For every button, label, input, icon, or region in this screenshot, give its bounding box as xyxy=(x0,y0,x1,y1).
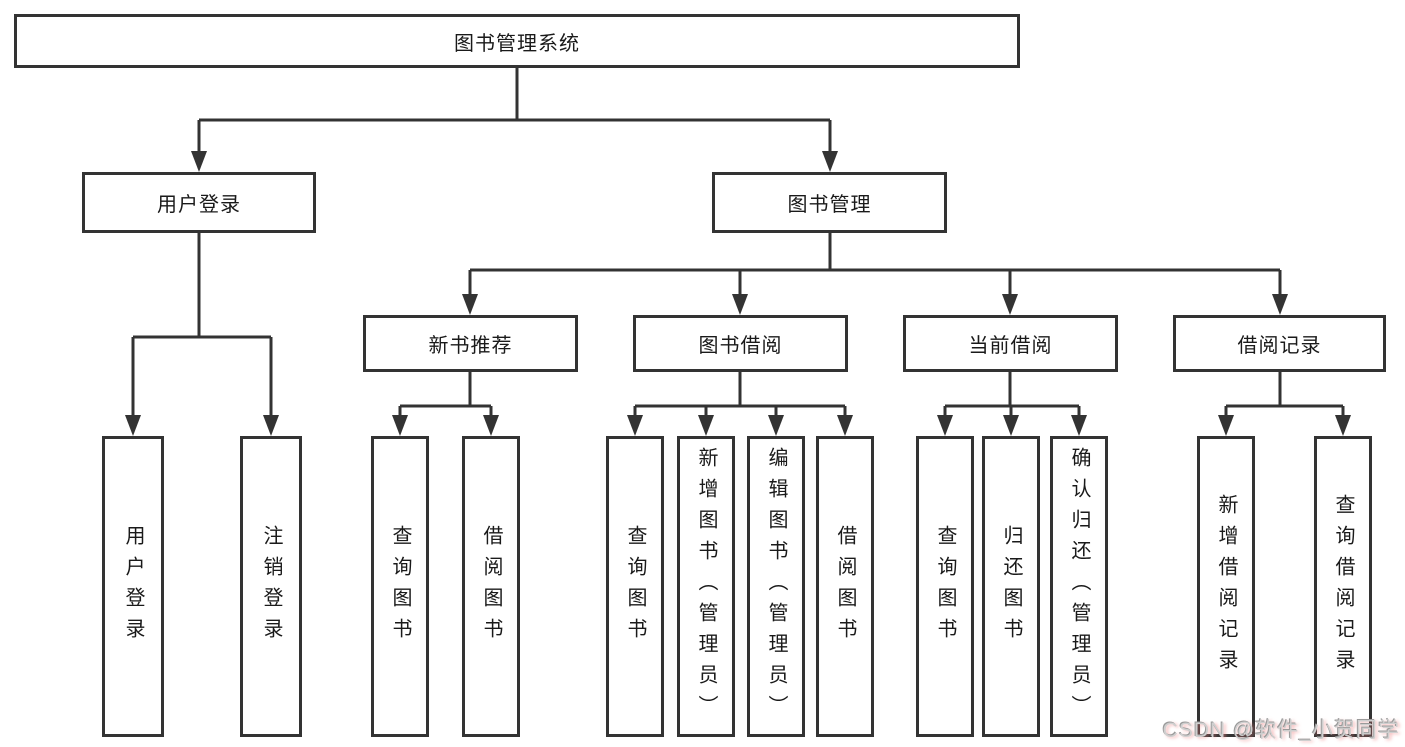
leaf-log-add-record: 新增借阅记录 xyxy=(1197,436,1255,737)
leaf-bb-add-books-label: 新增图书（管理员） xyxy=(695,447,717,726)
leaf-cur-query-books: 查询图书 xyxy=(916,436,974,737)
node-user-login: 用户登录 xyxy=(82,172,316,233)
arrowhead-log-query xyxy=(1335,415,1351,436)
node-borrowing-record: 借阅记录 xyxy=(1173,315,1386,372)
arrowhead-log-add xyxy=(1218,415,1234,436)
leaf-user-login-label: 用户登录 xyxy=(122,524,144,649)
node-current-borrowing: 当前借阅 xyxy=(903,315,1118,372)
leaf-bb-add-books: 新增图书（管理员） xyxy=(677,436,735,737)
leaf-bb-borrow-books: 借阅图书 xyxy=(816,436,874,737)
arrowhead-book-borrow xyxy=(732,294,748,315)
leaf-log-query-record-label: 查询借阅记录 xyxy=(1332,493,1354,680)
node-book-management-label: 图书管理 xyxy=(787,194,872,216)
leaf-cur-return-books: 归还图书 xyxy=(982,436,1040,737)
arrowhead-leaf-logout xyxy=(263,415,279,436)
node-book-borrowing: 图书借阅 xyxy=(633,315,848,372)
arrowhead-bb-edit xyxy=(768,415,784,436)
node-book-borrowing-label: 图书借阅 xyxy=(698,335,783,357)
connector-book-borrow-children xyxy=(633,372,847,418)
leaf-log-query-record: 查询借阅记录 xyxy=(1314,436,1372,737)
arrowhead-rec-borrow xyxy=(483,415,499,436)
leaf-rec-borrow-books-label: 借阅图书 xyxy=(480,524,502,649)
connector-current-borrow-children xyxy=(943,372,1081,418)
arrowhead-bb-borrow xyxy=(837,415,853,436)
leaf-bb-query-books: 查询图书 xyxy=(606,436,664,737)
leaf-cur-query-books-label: 查询图书 xyxy=(934,524,956,649)
leaf-user-login: 用户登录 xyxy=(102,436,164,737)
connector-user-login-children xyxy=(131,233,273,418)
leaf-rec-borrow-books: 借阅图书 xyxy=(462,436,520,737)
arrowhead-new-book-rec xyxy=(462,294,478,315)
arrowhead-borrow-record xyxy=(1272,294,1288,315)
arrowhead-rec-query xyxy=(392,415,408,436)
leaf-log-add-record-label: 新增借阅记录 xyxy=(1215,493,1237,680)
node-current-borrowing-label: 当前借阅 xyxy=(968,335,1053,357)
leaf-cur-return-books-label: 归还图书 xyxy=(1000,524,1022,649)
node-root-system-label: 图书管理系统 xyxy=(454,32,580,55)
leaf-bb-edit-books: 编辑图书（管理员） xyxy=(747,436,805,737)
node-root-system: 图书管理系统 xyxy=(14,14,1020,68)
arrowhead-leaf-login xyxy=(125,415,141,436)
arrowhead-cur-confirm xyxy=(1071,415,1087,436)
arrowhead-current-borrow xyxy=(1002,294,1018,315)
arrowhead-bb-query xyxy=(627,415,643,436)
connector-new-book-rec-children xyxy=(398,372,493,418)
arrowhead-bb-add xyxy=(698,415,714,436)
leaf-bb-query-books-label: 查询图书 xyxy=(624,524,646,649)
leaf-bb-edit-books-label: 编辑图书（管理员） xyxy=(765,447,787,726)
leaf-cur-confirm-return: 确认归还（管理员） xyxy=(1050,436,1108,737)
node-new-book-recommendation: 新书推荐 xyxy=(363,315,578,372)
arrowhead-cur-query xyxy=(937,415,953,436)
connector-borrow-record-children xyxy=(1224,372,1345,418)
leaf-cur-confirm-return-label: 确认归还（管理员） xyxy=(1068,447,1090,726)
node-borrowing-record-label: 借阅记录 xyxy=(1237,335,1322,357)
leaf-logout: 注销登录 xyxy=(240,436,302,737)
leaf-logout-label: 注销登录 xyxy=(260,524,282,649)
node-user-login-label: 用户登录 xyxy=(157,194,241,216)
leaf-bb-borrow-books-label: 借阅图书 xyxy=(834,524,856,649)
node-new-book-recommendation-label: 新书推荐 xyxy=(428,335,513,357)
arrowhead-user-login xyxy=(191,151,207,172)
connector-root-to-level2 xyxy=(197,68,832,154)
arrowhead-cur-return xyxy=(1003,415,1019,436)
watermark: CSDN @软件_小贺同学 xyxy=(1162,719,1400,742)
connector-book-mgmt-children xyxy=(468,233,1282,297)
leaf-rec-query-books-label: 查询图书 xyxy=(389,524,411,649)
leaf-rec-query-books: 查询图书 xyxy=(371,436,429,737)
node-book-management: 图书管理 xyxy=(712,172,947,233)
arrowhead-book-mgmt xyxy=(822,151,838,172)
